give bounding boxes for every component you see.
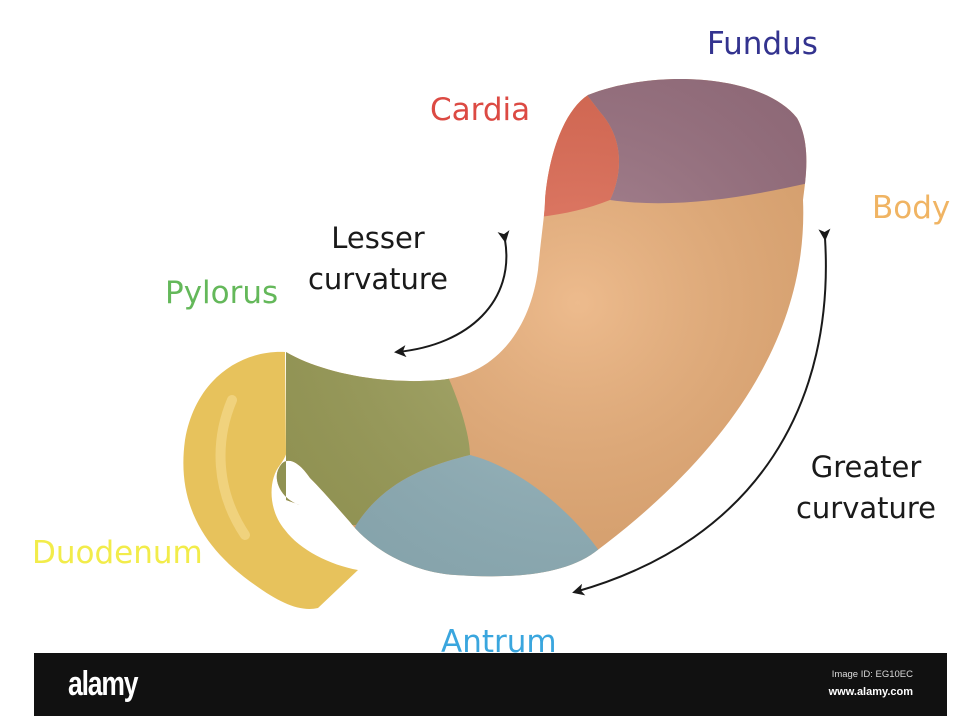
site-link[interactable]: www.alamy.com (828, 686, 913, 698)
pylorus-label: Pylorus (165, 275, 279, 311)
image-id-text: Image ID: EG10EC (831, 669, 913, 680)
duodenum-highlight (215, 395, 250, 540)
greater-curvature-arrow (572, 228, 831, 596)
lesser-curvature-label: Lesser curvature (305, 218, 451, 299)
stomach-shape (276, 79, 807, 577)
lesser-curvature-line1: Lesser (331, 221, 425, 255)
lesser-curvature-arrow (394, 230, 510, 358)
brand-logo: alamy (68, 665, 139, 703)
body-label: Body (872, 190, 951, 226)
cardia-label: Cardia (430, 92, 531, 128)
lesser-curvature-line2: curvature (307, 261, 449, 296)
greater-curvature-line1: Greater (810, 450, 922, 484)
duodenum-label: Duodenum (32, 535, 203, 571)
greater-curvature-line2: curvature (795, 490, 937, 525)
footer-bar: alamy Image ID: EG10EC www.alamy.com (34, 653, 947, 716)
fundus-label: Fundus (707, 26, 818, 62)
antrum-label: Antrum (441, 624, 557, 660)
greater-curvature-label: Greater curvature (793, 447, 939, 528)
